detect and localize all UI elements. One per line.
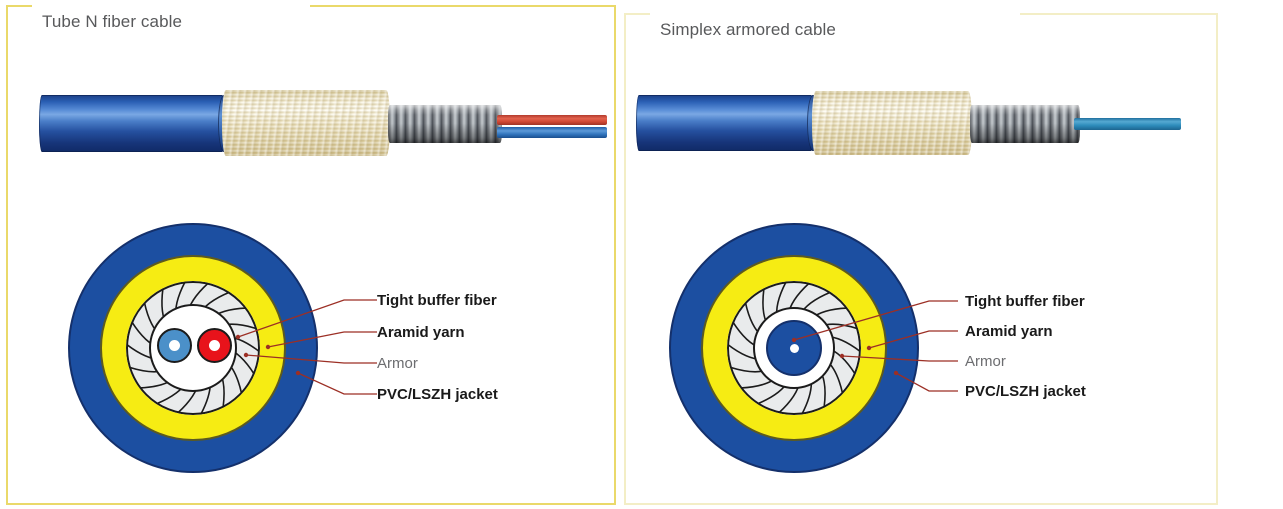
leader-line-aramid-yarn <box>267 331 377 348</box>
armor-ring-outline <box>727 281 861 415</box>
panel-title-simplex-armored: Simplex armored cable <box>660 20 836 39</box>
cable-outer-jacket <box>636 95 819 151</box>
panel-border-bottom <box>624 503 1218 505</box>
panel-border-left <box>6 5 8 505</box>
fiber-core-hole <box>169 340 180 351</box>
leader-dot-aramid-yarn <box>265 344 271 350</box>
callout-label-aramid-yarn: Aramid yarn <box>377 324 465 341</box>
cable-outer-jacket <box>39 95 230 152</box>
panel-border-right <box>614 5 616 505</box>
cross-section-simplex <box>624 13 1218 505</box>
leader-dot-tight-buffer-fiber <box>791 337 797 343</box>
callout-label-armor: Armor <box>965 353 1006 370</box>
callout-label-tight-buffer-fiber: Tight buffer fiber <box>377 292 497 309</box>
panel-border-left <box>624 13 626 505</box>
leader-line-tight-buffer-fiber <box>237 299 377 338</box>
callout-label-armor: Armor <box>377 355 418 372</box>
leader-dot-pvc-lszh-jacket <box>893 370 899 376</box>
leader-line-aramid-yarn <box>868 330 958 349</box>
leader-dot-armor <box>839 353 845 359</box>
cable-aramid-yarn-bundle <box>222 90 390 156</box>
callout-label-pvc-lszh-jacket: PVC/LSZH jacket <box>377 386 498 403</box>
panel-border-top-left-segment <box>6 5 32 7</box>
panel-border-top-left-segment <box>624 13 650 15</box>
leader-line-tight-buffer-fiber <box>793 300 958 341</box>
leader-lines-tube-n <box>235 299 377 395</box>
cable-photo-simplex <box>624 13 1218 193</box>
fiber-core-hole <box>789 343 799 353</box>
cable-fiber-blue <box>497 127 607 138</box>
panel-simplex-armored-cable: Simplex armored cable <box>624 13 1218 505</box>
leader-line-pvc-lszh-jacket <box>297 372 377 395</box>
leader-dot-aramid-yarn <box>866 345 872 351</box>
cable-armor-coil <box>388 105 502 143</box>
cable-fiber-red <box>497 115 607 125</box>
leader-dot-tight-buffer-fiber <box>235 334 241 340</box>
leader-line-pvc-lszh-jacket <box>895 372 958 392</box>
cable-photo-tube-n <box>6 5 616 185</box>
armor-ring-outline <box>126 281 260 415</box>
callout-label-tight-buffer-fiber: Tight buffer fiber <box>965 293 1085 310</box>
callout-label-pvc-lszh-jacket: PVC/LSZH jacket <box>965 383 1086 400</box>
leader-line-armor <box>245 354 377 364</box>
panel-border-bottom <box>6 503 616 505</box>
callout-label-aramid-yarn: Aramid yarn <box>965 323 1053 340</box>
xsec-tight-buffer-fiber-red <box>197 328 232 363</box>
panel-tube-n-fiber-cable: Tube N fiber cable <box>6 5 616 505</box>
fiber-core-hole <box>209 340 220 351</box>
leader-lines-simplex <box>791 300 958 392</box>
panel-title-tube-n: Tube N fiber cable <box>42 12 183 31</box>
cable-fiber-cyan <box>1074 118 1181 130</box>
cross-section-tube-n <box>6 5 616 505</box>
cable-aramid-yarn-bundle <box>812 91 972 155</box>
leader-line-armor <box>841 355 958 362</box>
panel-border-top-right-segment <box>1020 13 1218 15</box>
panel-border-top-right-segment <box>310 5 616 7</box>
cable-armor-coil <box>970 105 1080 143</box>
leader-dot-armor <box>243 352 249 358</box>
xsec-tight-buffer-fiber-blue <box>766 320 822 376</box>
leader-dot-pvc-lszh-jacket <box>295 370 301 376</box>
panel-border-right <box>1216 13 1218 505</box>
xsec-tight-buffer-fiber-blue <box>157 328 192 363</box>
